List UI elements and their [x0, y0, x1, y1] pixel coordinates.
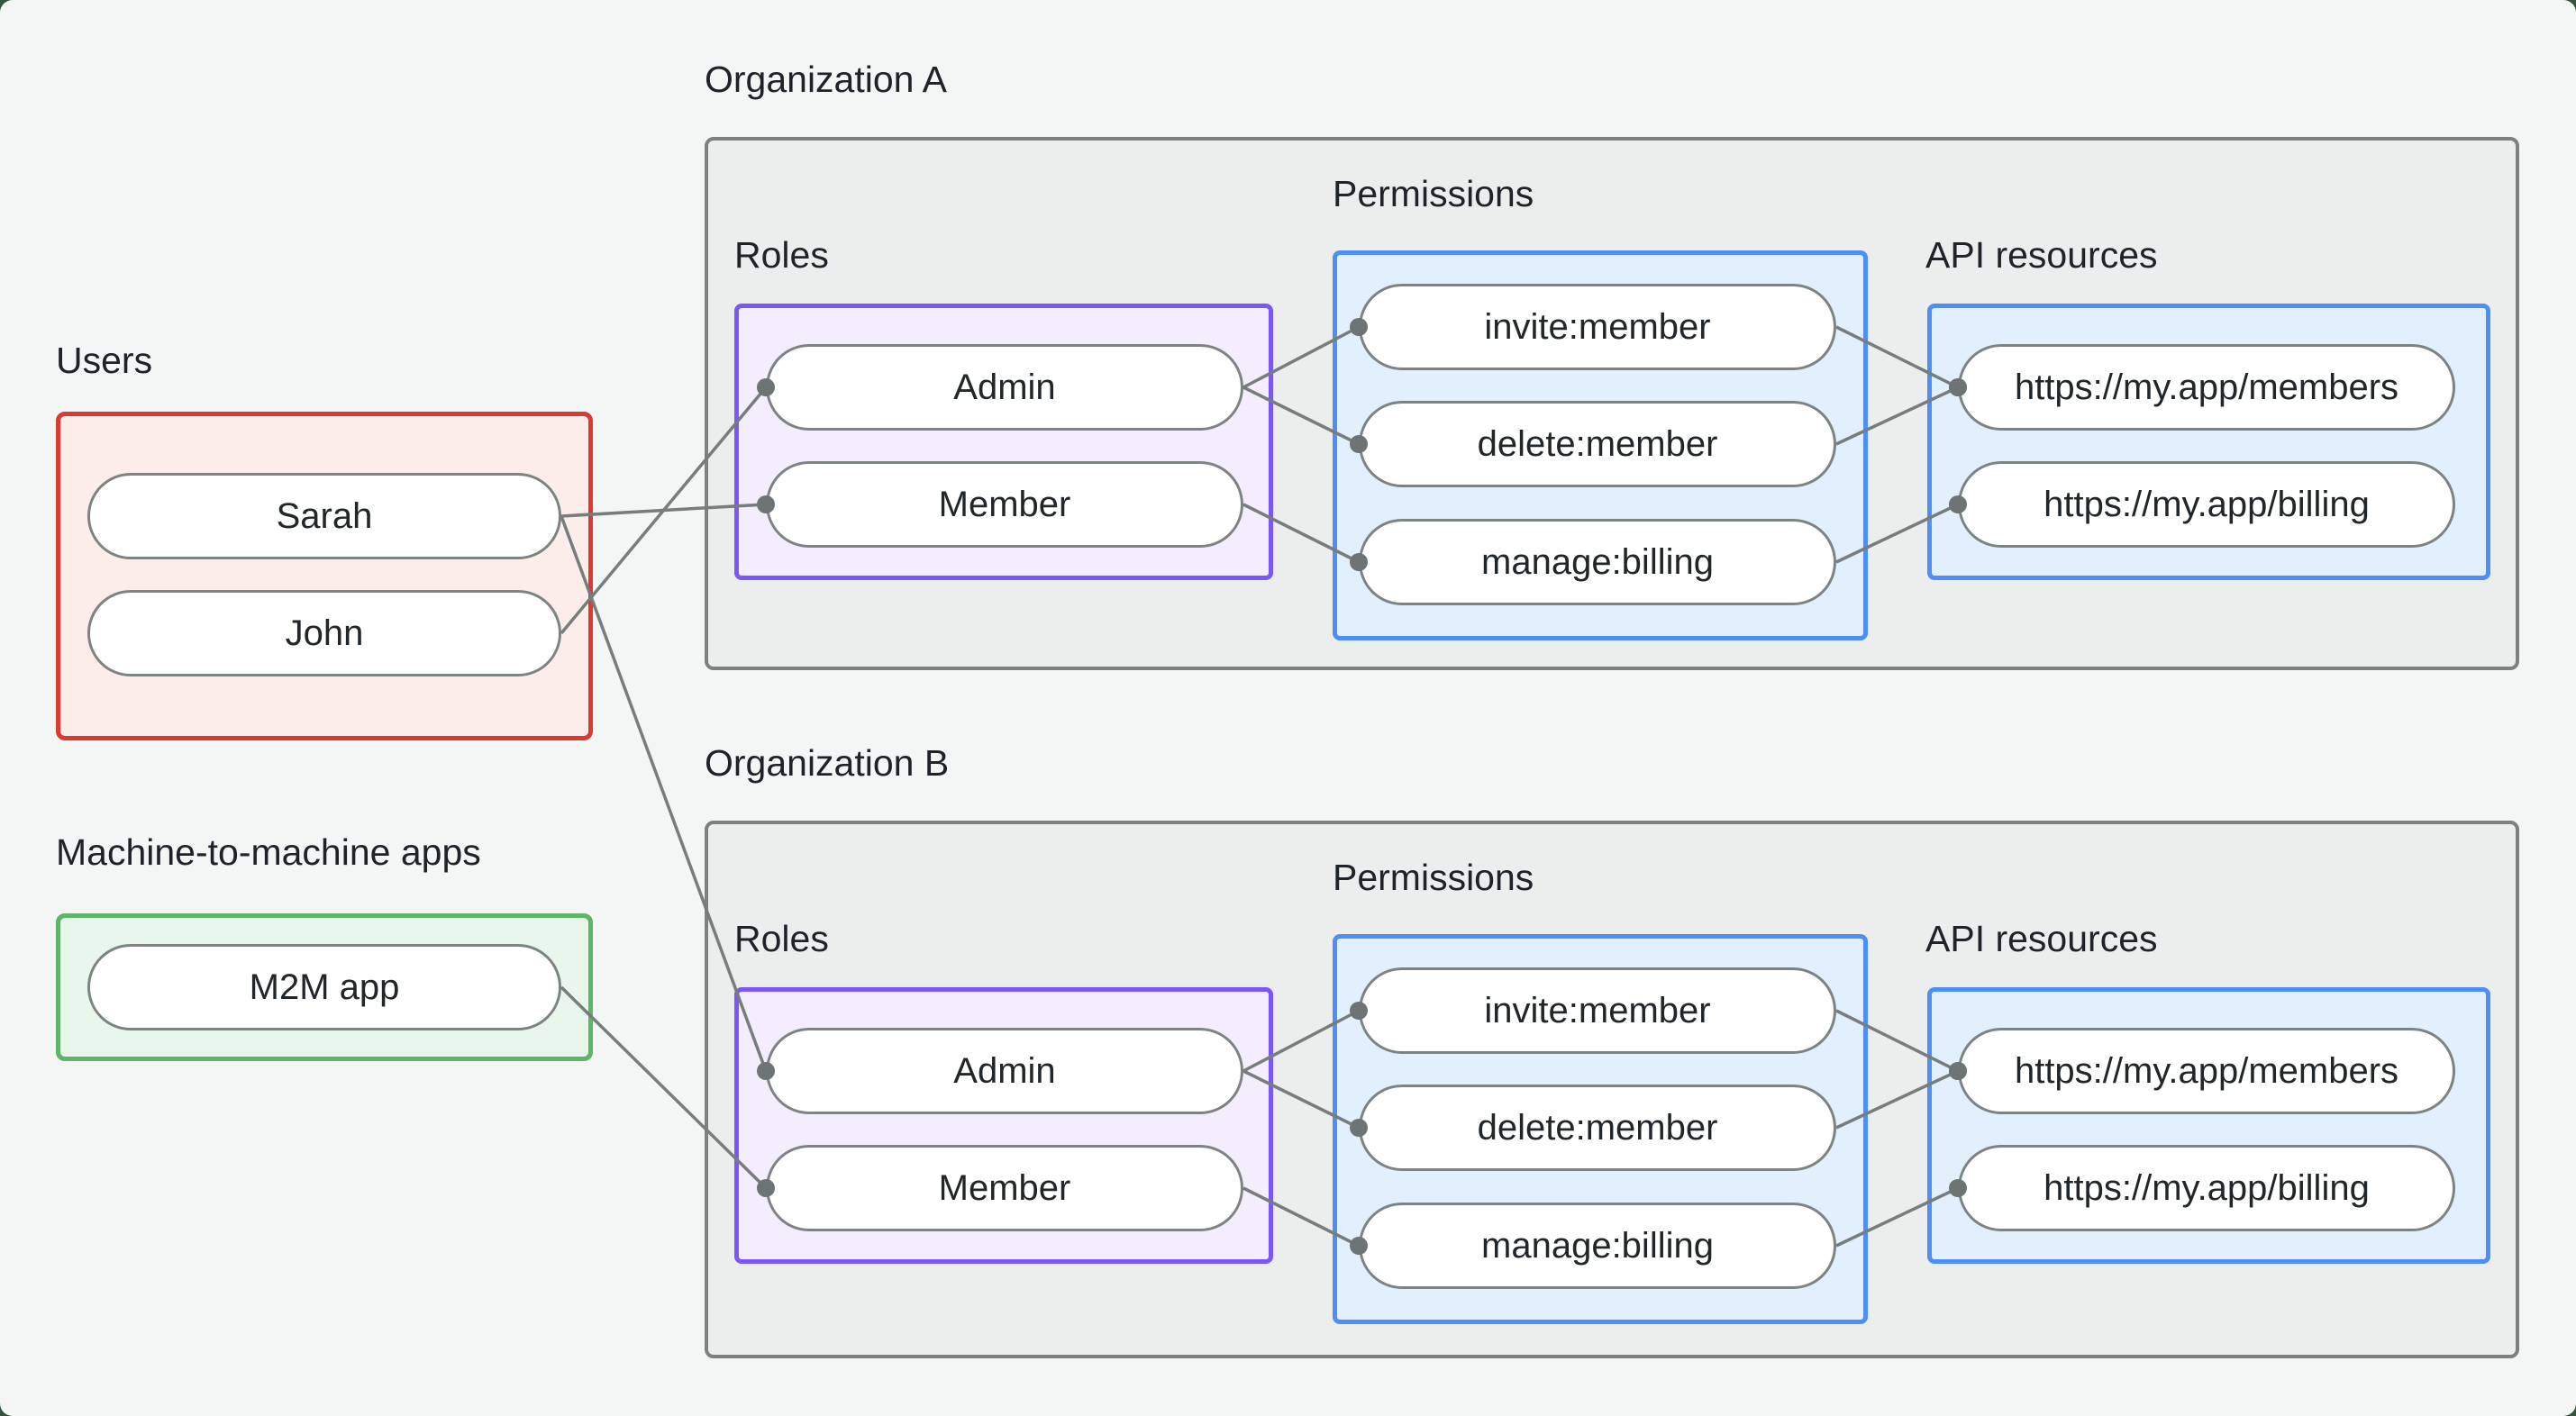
orgB-permissions-label: Permissions: [1333, 857, 1534, 898]
orgB-api-billing-node: https://my.app/billing: [1958, 1145, 2455, 1231]
orgB-api-members-node: https://my.app/members: [1958, 1028, 2455, 1114]
orgA-perm-delete-node: delete:member: [1359, 401, 1836, 487]
orgB-role-admin-node: Admin: [766, 1028, 1243, 1114]
m2m-group-box: M2M app: [56, 913, 593, 1061]
orgA-role-member-node: Member: [766, 461, 1243, 548]
orgA-perm-manage-node: manage:billing: [1359, 519, 1836, 605]
orgB-perm-delete-node: delete:member: [1359, 1085, 1836, 1171]
orgA-role-admin-node: Admin: [766, 344, 1243, 431]
orgB-label: Organization B: [705, 742, 950, 784]
m2m-app-node: M2M app: [87, 944, 561, 1030]
user-node-john: John: [87, 590, 561, 676]
users-group-box: Sarah John: [56, 412, 593, 740]
orgB-roles-box: Admin Member: [734, 987, 1273, 1264]
orgA-roles-label: Roles: [734, 234, 829, 276]
orgA-roles-box: Admin Member: [734, 304, 1273, 580]
orgA-permissions-label: Permissions: [1333, 173, 1534, 214]
orgA-box: Roles Permissions API resources Admin Me…: [705, 137, 2519, 670]
orgA-perm-invite-node: invite:member: [1359, 284, 1836, 370]
orgA-permissions-box: invite:member delete:member manage:billi…: [1333, 250, 1868, 640]
orgB-perm-manage-node: manage:billing: [1359, 1203, 1836, 1289]
m2m-group-label: Machine-to-machine apps: [56, 831, 481, 873]
users-group-label: Users: [56, 340, 153, 381]
orgB-permissions-box: invite:member delete:member manage:billi…: [1333, 934, 1868, 1324]
orgA-label: Organization A: [705, 59, 947, 100]
orgA-api-box: https://my.app/members https://my.app/bi…: [1927, 304, 2490, 580]
orgB-roles-label: Roles: [734, 918, 829, 959]
orgA-api-billing-node: https://my.app/billing: [1958, 461, 2455, 548]
orgB-api-label: API resources: [1925, 918, 2158, 959]
orgA-api-members-node: https://my.app/members: [1958, 344, 2455, 431]
orgA-api-label: API resources: [1925, 234, 2158, 276]
orgB-box: Roles Permissions API resources Admin Me…: [705, 821, 2519, 1358]
orgB-role-member-node: Member: [766, 1145, 1243, 1231]
orgB-api-box: https://my.app/members https://my.app/bi…: [1927, 987, 2490, 1264]
orgB-perm-invite-node: invite:member: [1359, 967, 1836, 1054]
user-node-sarah: Sarah: [87, 473, 561, 559]
